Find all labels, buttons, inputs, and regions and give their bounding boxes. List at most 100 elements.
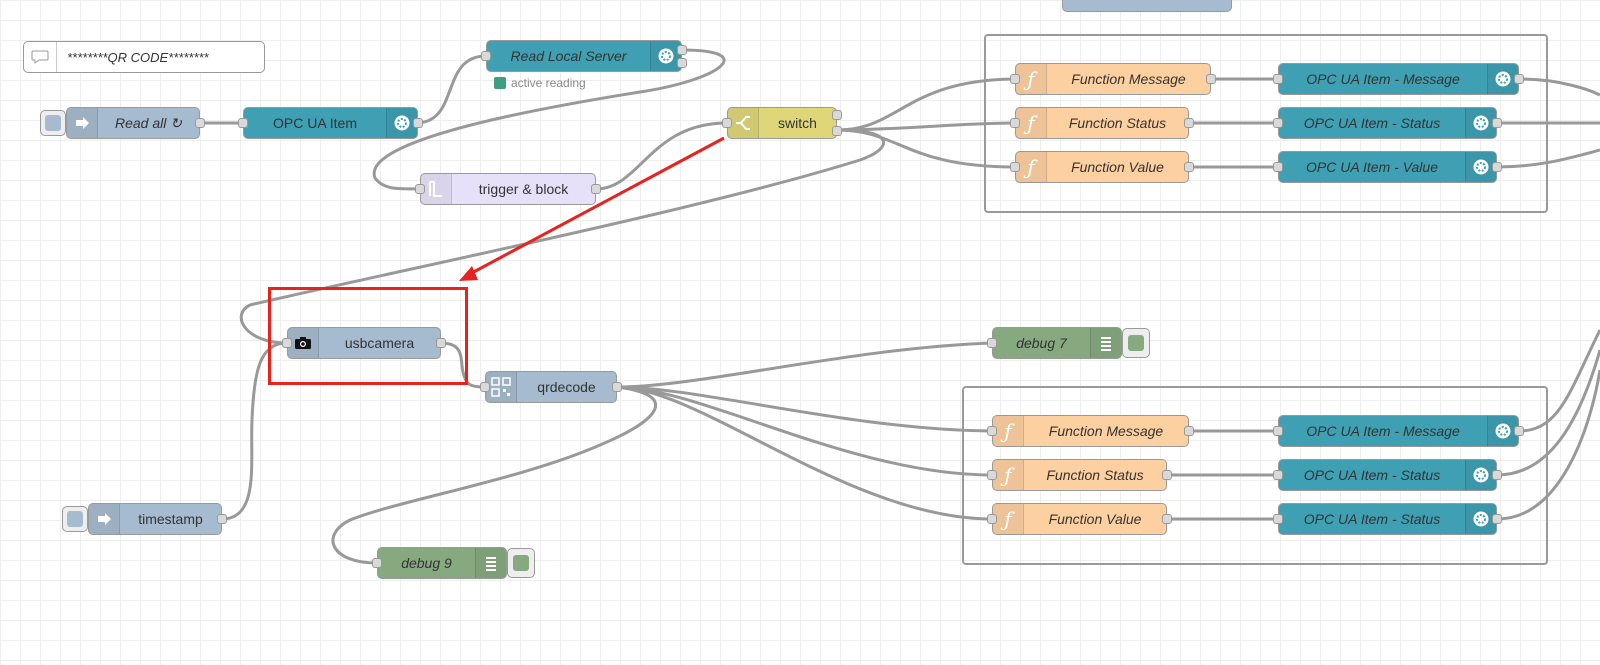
- list-icon: [475, 548, 506, 578]
- wire: [616, 385, 993, 521]
- node-label: debug 7: [1016, 335, 1067, 351]
- output-port[interactable]: [591, 184, 601, 194]
- output-port[interactable]: [1492, 162, 1502, 172]
- output-port-1[interactable]: [677, 45, 687, 55]
- output-port[interactable]: [612, 382, 622, 392]
- wire: [1518, 329, 1600, 433]
- group-top[interactable]: [984, 34, 1548, 213]
- input-port[interactable]: [1010, 118, 1020, 128]
- inject-button-timestamp[interactable]: [62, 506, 88, 532]
- output-port-2[interactable]: [677, 58, 687, 68]
- node-function-value-top[interactable]: ƒ Function Value: [1010, 151, 1194, 183]
- node-trigger-block[interactable]: trigger & block: [415, 173, 601, 205]
- wire: [372, 48, 726, 191]
- node-label: qrdecode: [537, 379, 596, 395]
- node-label: Read all ↻: [115, 114, 182, 131]
- node-debug-9[interactable]: debug 9: [372, 547, 507, 579]
- input-port[interactable]: [1273, 470, 1283, 480]
- input-port[interactable]: [238, 118, 248, 128]
- opcua-icon: [1465, 152, 1496, 182]
- node-opc-ua-item[interactable]: OPC UA Item: [238, 107, 423, 139]
- input-port[interactable]: [987, 514, 997, 524]
- input-port[interactable]: [1273, 426, 1283, 436]
- input-port[interactable]: [1273, 514, 1283, 524]
- output-port[interactable]: [195, 118, 205, 128]
- function-icon: ƒ: [993, 416, 1024, 446]
- output-port[interactable]: [436, 338, 446, 348]
- debug-toggle-9[interactable]: [507, 548, 535, 578]
- node-function-status-bottom[interactable]: ƒ Function Status: [987, 459, 1172, 491]
- output-port[interactable]: [1184, 162, 1194, 172]
- node-qrdecode[interactable]: qrdecode: [480, 371, 622, 403]
- output-port-1[interactable]: [832, 110, 842, 120]
- output-port[interactable]: [1492, 514, 1502, 524]
- output-port[interactable]: [1162, 514, 1172, 524]
- input-port[interactable]: [481, 51, 491, 61]
- output-port[interactable]: [1162, 470, 1172, 480]
- node-label: Function Message: [1071, 71, 1186, 87]
- node-label: OPC UA Item - Message: [1306, 71, 1460, 87]
- arrow-right-icon: [67, 108, 98, 138]
- inject-button-read-all[interactable]: [40, 110, 66, 136]
- node-opc-status-top[interactable]: OPC UA Item - Status: [1273, 107, 1502, 139]
- offscreen-node[interactable]: [1062, 0, 1232, 12]
- node-usbcamera[interactable]: usbcamera: [282, 327, 446, 359]
- node-debug-7[interactable]: debug 7: [987, 327, 1122, 359]
- comment-icon: [24, 42, 57, 72]
- node-read-all[interactable]: Read all ↻: [66, 107, 205, 139]
- wire: [415, 54, 487, 125]
- output-port[interactable]: [217, 514, 227, 524]
- status-dot: [494, 77, 506, 89]
- group-bottom[interactable]: [962, 386, 1548, 565]
- input-port[interactable]: [480, 382, 490, 392]
- output-port[interactable]: [1492, 118, 1502, 128]
- function-icon: ƒ: [1016, 152, 1047, 182]
- output-port[interactable]: [1184, 426, 1194, 436]
- output-port-2[interactable]: [832, 126, 842, 136]
- node-opc-message-top[interactable]: OPC UA Item - Message: [1273, 63, 1524, 95]
- node-function-status-top[interactable]: ƒ Function Status: [1010, 107, 1194, 139]
- output-port[interactable]: [1184, 118, 1194, 128]
- output-port[interactable]: [1492, 470, 1502, 480]
- input-port[interactable]: [1010, 162, 1020, 172]
- wire: [616, 385, 993, 477]
- node-read-local-server[interactable]: Read Local Server: [481, 40, 687, 72]
- output-port[interactable]: [413, 118, 423, 128]
- opcua-icon: [1465, 504, 1496, 534]
- node-function-message-top[interactable]: ƒ Function Message: [1010, 63, 1216, 95]
- input-port[interactable]: [987, 426, 997, 436]
- output-port[interactable]: [1206, 74, 1216, 84]
- comment-node[interactable]: ********QR CODE********: [23, 41, 265, 73]
- node-opc-status-bottom-2[interactable]: OPC UA Item - Status: [1273, 503, 1502, 535]
- output-port[interactable]: [1514, 74, 1524, 84]
- node-label: debug 9: [401, 555, 452, 571]
- input-port[interactable]: [987, 470, 997, 480]
- input-port[interactable]: [722, 118, 732, 128]
- node-function-value-bottom[interactable]: ƒ Function Value: [987, 503, 1172, 535]
- node-timestamp[interactable]: timestamp: [88, 503, 227, 535]
- qrcode-icon: [486, 372, 517, 402]
- node-label: timestamp: [138, 511, 203, 527]
- input-port[interactable]: [987, 338, 997, 348]
- debug-toggle-7[interactable]: [1122, 328, 1150, 358]
- input-port[interactable]: [1273, 74, 1283, 84]
- input-port[interactable]: [372, 558, 382, 568]
- node-label: Function Status: [1046, 467, 1144, 483]
- wire: [1496, 148, 1600, 169]
- input-port[interactable]: [1273, 118, 1283, 128]
- wire: [331, 385, 657, 565]
- input-port[interactable]: [1273, 162, 1283, 172]
- function-icon: ƒ: [993, 504, 1024, 534]
- input-port[interactable]: [415, 184, 425, 194]
- input-port[interactable]: [1010, 74, 1020, 84]
- arrow-right-icon: [89, 504, 120, 534]
- input-port[interactable]: [282, 338, 292, 348]
- output-port[interactable]: [1514, 426, 1524, 436]
- node-opc-value-top[interactable]: OPC UA Item - Value: [1273, 151, 1502, 183]
- node-function-message-bottom[interactable]: ƒ Function Message: [987, 415, 1194, 447]
- switch-icon: [728, 108, 759, 138]
- node-opc-status-bottom[interactable]: OPC UA Item - Status: [1273, 459, 1502, 491]
- node-opc-message-bottom[interactable]: OPC UA Item - Message: [1273, 415, 1524, 447]
- wire: [616, 385, 993, 433]
- node-switch[interactable]: switch: [722, 107, 842, 139]
